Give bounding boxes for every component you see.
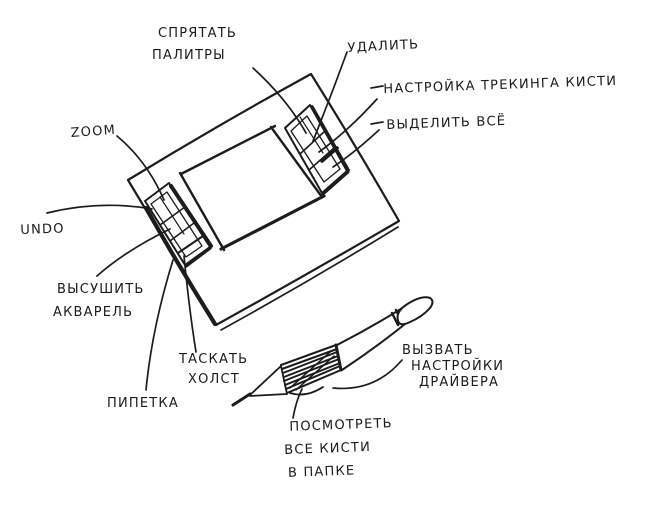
tablet-side-thickness — [220, 226, 399, 331]
right-panel-divider-1 — [299, 130, 326, 155]
stylus-pen — [231, 296, 434, 407]
leader-undo — [46, 204, 153, 214]
label-line: ZOOM — [70, 122, 117, 141]
tablet-left-edge-thick — [143, 205, 218, 327]
right-panel-inner — [290, 115, 341, 183]
label-line: ДРАЙВЕРА — [419, 375, 500, 390]
right-panel-bottom-thick — [321, 170, 350, 196]
label-hide-palettes: СПРЯТАТЬ ПАЛИТРЫ — [152, 23, 237, 67]
label-line: НАСТРОЙКИ — [411, 359, 505, 374]
leader-brush-tracking — [318, 85, 384, 153]
leader-view-brushes — [292, 388, 303, 419]
pen-side-switch — [289, 386, 324, 396]
leader-drag-canvas — [183, 255, 197, 353]
label-line: УДАЛИТЬ — [347, 37, 420, 56]
label-line: ВЫЗВАТЬ — [402, 343, 474, 358]
label-driver-settings: ВЫЗВАТЬ НАСТРОЙКИ ДРАЙВЕРА — [402, 343, 504, 391]
label-delete: УДАЛИТЬ — [347, 34, 420, 59]
pen-body — [336, 306, 411, 371]
pen-eraser — [396, 296, 434, 326]
leader-delete — [312, 51, 348, 142]
pen-nib — [231, 392, 252, 407]
label-dry-watercolor: ВЫСУШИТЬ АКВАРЕЛЬ — [53, 278, 144, 324]
label-line: UNDO — [20, 221, 65, 238]
label-zoom: ZOOM — [70, 120, 117, 144]
right-panel-divider-thick — [320, 146, 339, 163]
left-panel-bottom-thick — [184, 246, 212, 268]
pen-grip-scribble — [289, 351, 335, 391]
tablet-outline — [126, 72, 401, 327]
pen-grip-hatch — [281, 348, 341, 390]
label-eyedropper: ПИПЕТКА — [107, 393, 179, 414]
label-line: ВЫСУШИТЬ — [57, 282, 145, 297]
pen-tip-cone — [249, 365, 288, 397]
label-line: АКВАРЕЛЬ — [53, 305, 134, 320]
leader-zoom — [116, 135, 165, 201]
right-panel-right-edge-thick — [310, 105, 350, 172]
label-view-brushes: ПОСМОТРЕТЬ ВСЕ КИСТИ В ПАПКЕ — [282, 412, 395, 485]
right-panel-touchstrip — [299, 116, 324, 154]
label-undo: UNDO — [20, 218, 65, 241]
left-panel-divider-1 — [159, 206, 186, 226]
label-line: ПИПЕТКА — [107, 396, 179, 411]
left-panel-divider-2 — [169, 222, 195, 242]
label-drag-canvas: ТАСКАТЬ ХОЛСТ — [179, 350, 248, 390]
label-line: ПОСМОТРЕТЬ — [289, 416, 393, 435]
label-line: ХОЛСТ — [188, 372, 240, 387]
right-panel-divider-2 — [308, 147, 335, 171]
label-line: СПРЯТАТЬ — [158, 26, 238, 41]
tablet-active-area — [178, 124, 324, 252]
left-panel-divider-3 — [177, 235, 204, 254]
leader-driver-settings — [332, 359, 403, 390]
label-line: ВЫДЕЛИТЬ ВСЁ — [386, 113, 507, 133]
leader-eyedropper — [145, 259, 174, 391]
label-line: В ПАПКЕ — [287, 463, 356, 481]
label-select-all: ВЫДЕЛИТЬ ВСЁ — [386, 111, 507, 136]
label-line: ТАСКАТЬ — [179, 352, 249, 367]
leader-select-all — [332, 121, 384, 168]
left-panel-right-edge-thick — [169, 184, 213, 248]
label-line: ПАЛИТРЫ — [152, 48, 226, 63]
leader-dry-watercolor — [96, 228, 171, 277]
tablet-active-area-bottom — [219, 194, 326, 251]
leader-hide-palettes — [252, 67, 307, 134]
